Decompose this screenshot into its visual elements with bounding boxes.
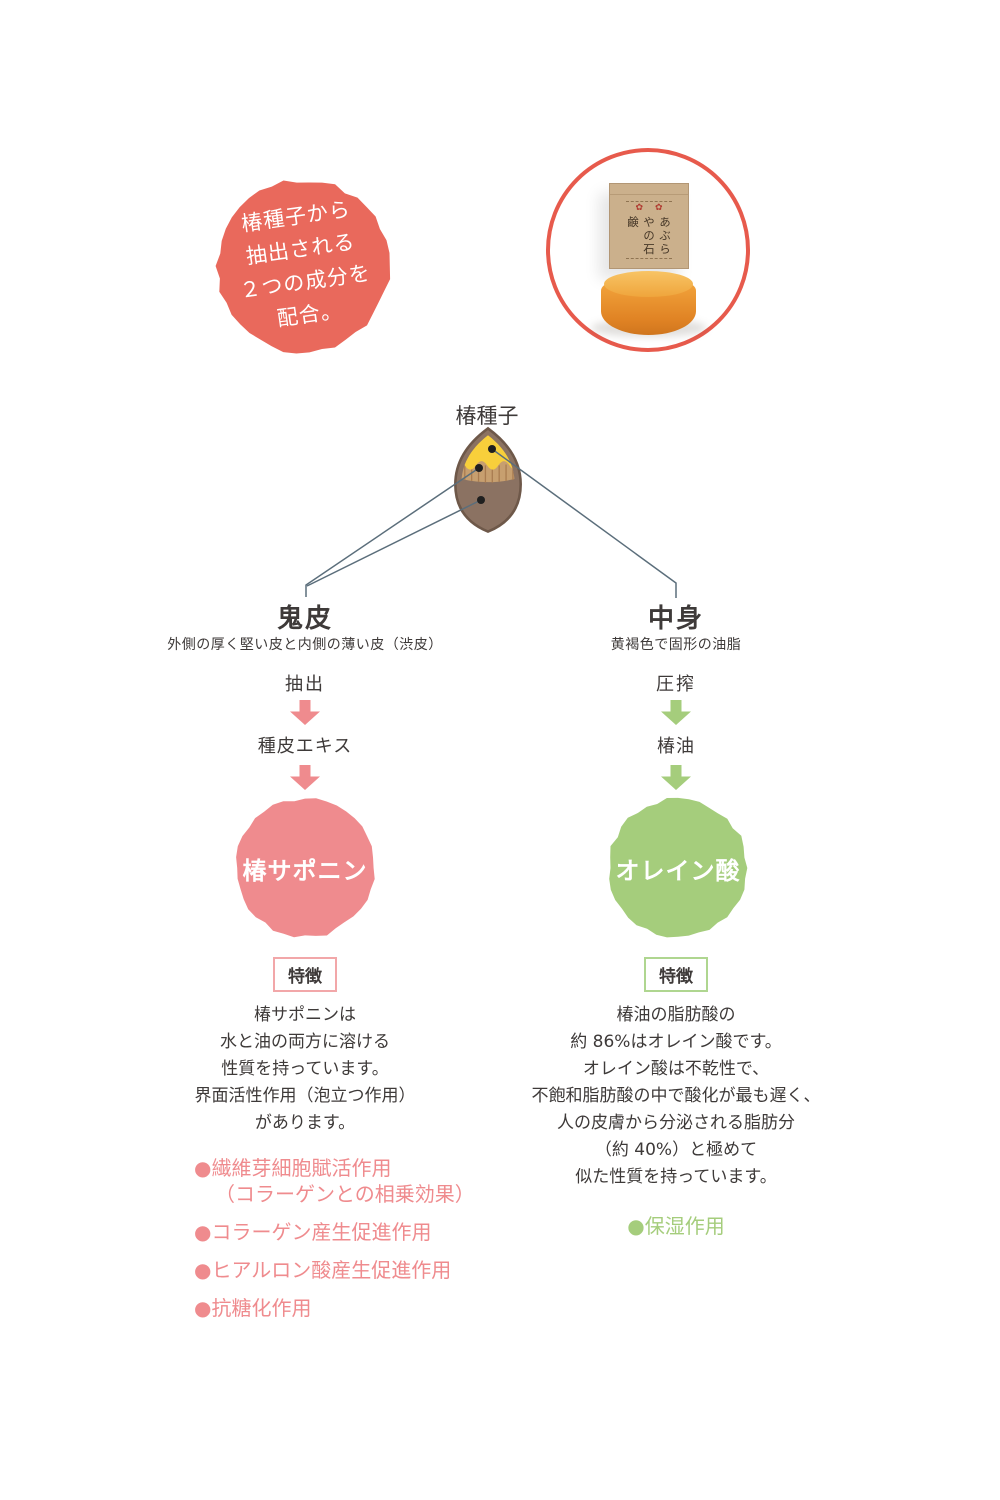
down-arrow-icon <box>661 700 691 725</box>
left-component-circle: 椿サポニン <box>233 796 377 940</box>
feature-line: 似た性質を持っています。 <box>575 1167 777 1187</box>
feature-line: 椿サポニンは <box>254 1005 356 1025</box>
feature-line: 界面活性作用（泡立つ作用） <box>194 1086 416 1106</box>
bullet-icon: ● <box>627 1214 645 1238</box>
right-feature-tag-label: 特徴 <box>644 957 708 992</box>
feature-line: 人の皮膚から分泌される脂肪分 <box>557 1113 795 1133</box>
seed-illustration <box>454 426 522 533</box>
feature-line: 不飽和脂肪酸の中で酸化が最も遅く、 <box>531 1086 821 1106</box>
list-item: ●繊維芽細胞賦活作用 （コラーゲンとの相乗効果） <box>194 1156 475 1206</box>
intro-badge: 椿種子から 抽出される ２つの成分を 配合。 <box>213 176 393 356</box>
badge-text: 椿種子から 抽出される ２つの成分を 配合。 <box>201 164 404 367</box>
list-item: ●コラーゲン産生促進作用 <box>194 1220 432 1244</box>
left-part-desc: 外側の厚く堅い皮と内側の薄い皮（渋皮） <box>167 637 443 653</box>
feature-line: 椿油の脂肪酸の <box>616 1005 736 1025</box>
left-benefits-list: ●繊維芽細胞賦活作用 （コラーゲンとの相乗効果） ●コラーゲン産生促進作用 ●ヒ… <box>194 1155 475 1333</box>
down-arrow-icon <box>290 700 320 725</box>
component-blob-shape <box>609 797 748 938</box>
box-ornament-top <box>626 201 672 202</box>
left-feature-tag-label: 特徴 <box>273 957 337 992</box>
list-item: ●ヒアルロン酸産生促進作用 <box>194 1258 452 1282</box>
feature-line: オレイン酸は不乾性で、 <box>582 1059 770 1079</box>
feature-line: （約 40%）と極めて <box>594 1140 758 1160</box>
product-box-label: あぶらやの石鹸 <box>626 216 672 257</box>
left-extract-label: 種皮エキス <box>257 736 353 757</box>
box-ornament-bottom <box>626 258 672 259</box>
left-process-label: 抽出 <box>285 674 325 695</box>
down-arrow-icon <box>290 765 320 790</box>
feature-line: があります。 <box>254 1113 356 1133</box>
seed-label: 椿種子 <box>455 404 519 428</box>
left-feature-text: 椿サポニンは 水と油の両方に溶ける 性質を持っています。 界面活性作用（泡立つ作… <box>125 1002 485 1137</box>
right-feature-tag: 特徴 <box>516 957 836 992</box>
camellia-flower-icon: ✿✿ <box>635 203 663 213</box>
left-feature-tag: 特徴 <box>145 957 465 992</box>
product-box: ✿✿ あぶらやの石鹸 <box>609 183 689 269</box>
left-component-name: 椿サポニン <box>242 856 368 885</box>
bullet-icon: ● <box>194 1220 212 1244</box>
down-arrow-icon <box>661 765 691 790</box>
soap-bar <box>591 271 707 337</box>
right-component-circle: オレイン酸 <box>606 796 750 940</box>
component-blob-shape <box>236 798 375 938</box>
product-photo-circle: ✿✿ あぶらやの石鹸 <box>546 148 750 352</box>
right-part-desc: 黄褐色で固形の油脂 <box>610 637 742 653</box>
feature-line: 水と油の両方に溶ける <box>220 1032 390 1052</box>
right-component-name: オレイン酸 <box>615 856 741 885</box>
bullet-icon: ● <box>194 1156 212 1180</box>
feature-line: 性質を持っています。 <box>221 1059 389 1079</box>
box-lid-line <box>610 194 688 195</box>
badge-blob-shape <box>215 180 391 354</box>
right-part-title: 中身 <box>647 604 704 634</box>
bullet-icon: ● <box>194 1258 212 1282</box>
list-item: ●抗糖化作用 <box>194 1296 312 1320</box>
left-part-title: 鬼皮 <box>276 604 333 634</box>
right-feature-text: 椿油の脂肪酸の 約 86%はオレイン酸です。 オレイン酸は不乾性で、 不飽和脂肪… <box>496 1002 856 1191</box>
right-process-label: 圧搾 <box>656 674 696 695</box>
right-benefits-list: ●保湿作用 <box>627 1214 725 1238</box>
soap-top <box>604 271 693 297</box>
right-extract-label: 椿油 <box>657 736 695 757</box>
bullet-icon: ● <box>194 1296 212 1320</box>
feature-line: 約 86%はオレイン酸です。 <box>570 1032 782 1052</box>
